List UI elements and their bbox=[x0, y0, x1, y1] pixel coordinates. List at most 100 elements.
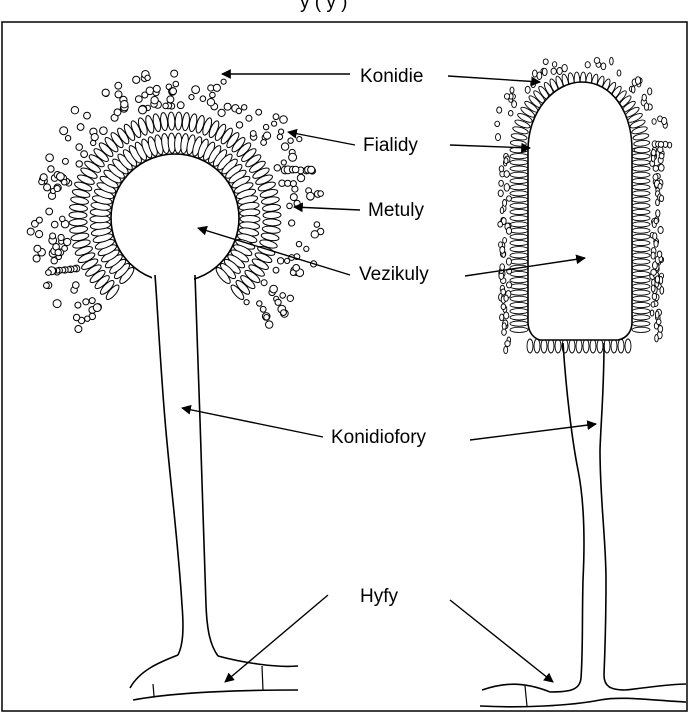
phialide-cell bbox=[263, 211, 281, 218]
conidium bbox=[279, 129, 284, 134]
conidium bbox=[139, 106, 147, 114]
conidium bbox=[651, 252, 655, 259]
phialide-cell bbox=[510, 216, 528, 221]
phialide-cell bbox=[510, 271, 528, 276]
conidium bbox=[655, 311, 659, 318]
conidium bbox=[73, 314, 79, 320]
conidium bbox=[85, 316, 90, 321]
phialide-cell bbox=[632, 222, 650, 227]
phialide-cell bbox=[510, 166, 528, 171]
phialide-cell bbox=[510, 160, 528, 165]
conidium bbox=[507, 282, 512, 288]
label-konidiofory: Konidiofory bbox=[331, 427, 427, 448]
phialide-cell bbox=[510, 240, 528, 245]
conidium bbox=[512, 101, 517, 108]
conidium bbox=[289, 220, 295, 226]
conidium bbox=[100, 127, 108, 135]
conidium bbox=[297, 174, 304, 181]
phialide-cell bbox=[510, 209, 528, 214]
conidium bbox=[505, 341, 510, 347]
conidium bbox=[83, 299, 89, 305]
conidium bbox=[504, 184, 509, 192]
conidium bbox=[75, 302, 81, 308]
phialide-cell bbox=[632, 172, 650, 177]
conidium bbox=[654, 240, 658, 247]
phialide-cell bbox=[510, 191, 528, 196]
conidium bbox=[290, 181, 296, 187]
conidium bbox=[81, 151, 88, 158]
conidium bbox=[273, 267, 279, 273]
phialide-cell bbox=[534, 339, 540, 353]
conidium bbox=[62, 158, 68, 164]
conidium bbox=[495, 121, 500, 126]
conidium bbox=[635, 77, 640, 85]
conidium bbox=[224, 103, 231, 110]
phialide-cell bbox=[510, 203, 528, 208]
phialide-cell bbox=[569, 339, 575, 353]
conidium bbox=[504, 94, 509, 100]
phialide-cell bbox=[541, 339, 547, 353]
conidium bbox=[504, 171, 509, 178]
phialide-cell bbox=[510, 140, 526, 147]
conidium bbox=[263, 124, 268, 129]
conidium bbox=[652, 293, 656, 300]
conidium bbox=[500, 264, 505, 270]
phialide-cell bbox=[262, 204, 281, 213]
conidium bbox=[207, 99, 214, 106]
conidium bbox=[44, 283, 50, 289]
conidium bbox=[318, 191, 324, 197]
conidium bbox=[76, 144, 83, 151]
conidium bbox=[272, 121, 277, 126]
conidium bbox=[551, 68, 556, 74]
conidium bbox=[48, 166, 54, 172]
phialide-cell bbox=[182, 112, 191, 131]
conidium bbox=[653, 166, 658, 172]
conidium bbox=[525, 86, 530, 93]
conidium bbox=[264, 132, 271, 139]
conidium bbox=[213, 84, 220, 91]
conidium bbox=[499, 166, 504, 172]
conidium bbox=[173, 81, 179, 87]
arrow-konidie-right bbox=[448, 76, 540, 82]
arrow-konidiofory-left bbox=[182, 408, 323, 437]
conidium bbox=[62, 179, 68, 185]
conidium bbox=[189, 95, 194, 100]
conidium bbox=[651, 285, 655, 292]
phialide-cell bbox=[510, 327, 528, 332]
conidium bbox=[496, 134, 501, 141]
phialide-cell bbox=[632, 203, 650, 208]
conidium bbox=[501, 304, 506, 310]
conidium bbox=[290, 194, 297, 201]
conidium bbox=[71, 107, 78, 114]
conidium bbox=[657, 251, 662, 257]
phialide-cell bbox=[632, 309, 650, 314]
conidium bbox=[601, 63, 606, 70]
conidium bbox=[77, 124, 84, 131]
phialide-cell bbox=[527, 339, 533, 353]
phialide-cell bbox=[510, 197, 528, 202]
conidium bbox=[502, 323, 506, 330]
conidium bbox=[285, 180, 291, 186]
conidium bbox=[655, 276, 659, 283]
conidium bbox=[504, 158, 508, 164]
phialide-cell bbox=[611, 339, 617, 353]
phialide-cell bbox=[576, 339, 582, 353]
conidium bbox=[277, 258, 283, 264]
conidium bbox=[585, 62, 590, 68]
conidium bbox=[257, 301, 262, 306]
phialide-cell bbox=[632, 327, 650, 332]
phialide-cell bbox=[548, 339, 554, 353]
conidium bbox=[501, 289, 506, 295]
conidium bbox=[287, 203, 293, 209]
conidium bbox=[60, 127, 68, 135]
conidium bbox=[498, 222, 503, 228]
phialide-cell bbox=[632, 265, 650, 270]
conidium bbox=[660, 287, 664, 295]
conidium bbox=[506, 258, 511, 265]
conidium bbox=[510, 87, 514, 93]
conidium bbox=[314, 222, 320, 228]
conidium bbox=[502, 329, 507, 335]
phialide-cell bbox=[625, 339, 631, 353]
conidium bbox=[89, 298, 95, 304]
conidium bbox=[617, 70, 621, 76]
